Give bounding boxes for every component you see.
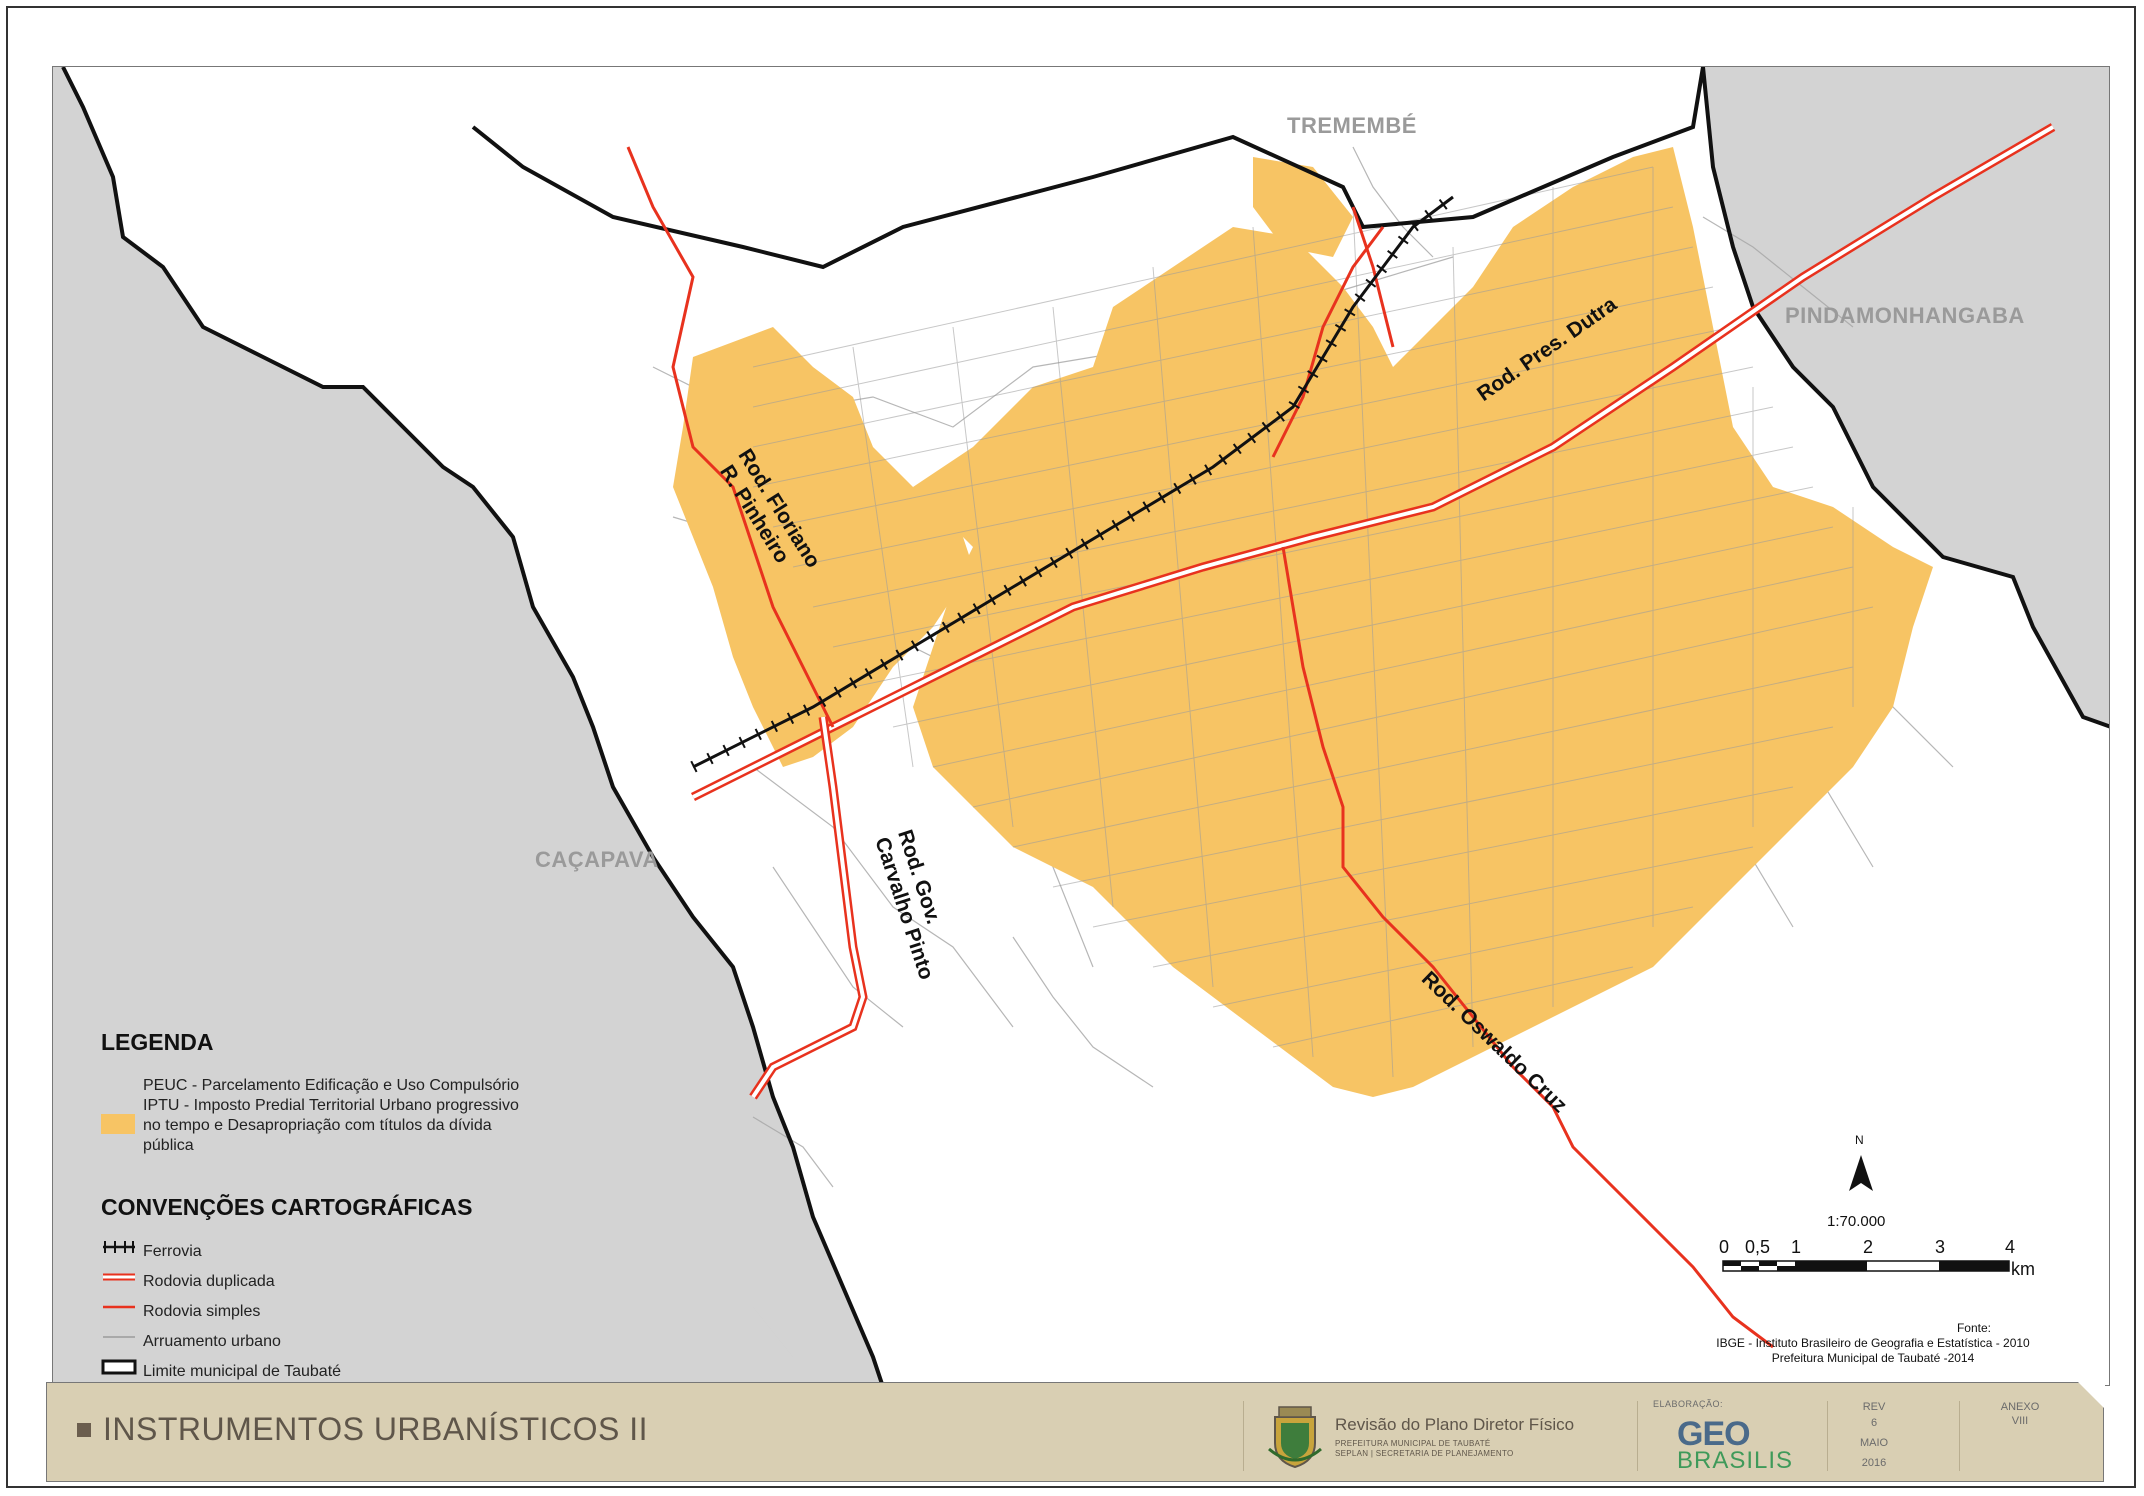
conventions-list: Ferrovia Rodovia duplicada Rodovia simpl…: [101, 1239, 621, 1385]
rodovia-simples-symbol: [103, 1305, 135, 1309]
title-block: INSTRUMENTOS URBANÍSTICOS II Revisão do …: [46, 1381, 2105, 1482]
rodovia-duplicada-dutra: [690, 123, 2056, 802]
scale-bar: N 1:70.000 0 0,5 1 2 3 4 km: [1709, 1129, 2035, 1289]
peuc-line3: no tempo e Desapropriação com títulos da…: [143, 1117, 492, 1134]
sources: Fonte: IBGE - Instituto Brasileiro de Ge…: [1693, 1321, 2053, 1366]
sources-line1: IBGE - Instituto Brasileiro de Geografia…: [1716, 1336, 2030, 1350]
plano-sub1: PREFEITURA MUNICIPAL DE TAUBATÉ: [1335, 1439, 1491, 1448]
legend-label-rodovia-duplicada: Rodovia duplicada: [143, 1273, 275, 1290]
municipal-boundary-east: [1701, 67, 2109, 729]
legend-label-limite: Limite municipal de Taubaté: [143, 1363, 342, 1380]
peuc-area: [673, 147, 1933, 1097]
geobrasilis-block: ELABORAÇÃO: GEO BRASILIS: [1653, 1395, 1803, 1475]
municipal-boundary-north: [471, 67, 1705, 270]
north-arrow-and-scale: [1722, 1155, 2010, 1272]
scale-tick-3: 3: [1935, 1237, 1946, 1257]
sources-line2: Prefeitura Municipal de Taubaté -2014: [1771, 1351, 1975, 1365]
peuc-line1: PEUC - Parcelamento Edificação e Uso Com…: [143, 1077, 520, 1094]
divider: [1827, 1401, 1828, 1471]
plano-sub2: SEPLAN | SECRETARIA DE PLANEJAMENTO: [1335, 1449, 1514, 1458]
municipal-boundary: [61, 67, 885, 1385]
sources-heading: Fonte:: [1956, 1321, 1991, 1335]
map-area: TREMEMBÉ PINDAMONHANGABA CAÇAPAVA Rod. F…: [52, 66, 2110, 1386]
revision-block: REV 6 MAIO 2016: [1829, 1399, 1919, 1471]
rev-label: REV: [1862, 1401, 1886, 1413]
scale-tick-4: 4: [2005, 1237, 2016, 1257]
page-corner-fold: [2077, 1381, 2105, 1409]
north-arrow-icon: [1849, 1155, 1873, 1191]
legend-heading: LEGENDA: [101, 1029, 214, 1055]
neighbor-area-west: [53, 67, 883, 1385]
scale-unit: km: [2011, 1259, 2035, 1279]
scale-ratio: 1:70.000: [1827, 1213, 1886, 1230]
elaboracao-label: ELABORAÇÃO:: [1653, 1399, 1724, 1409]
map-sheet: TREMEMBÉ PINDAMONHANGABA CAÇAPAVA Rod. F…: [6, 6, 2136, 1488]
peuc-description: PEUC - Parcelamento Edificação e Uso Com…: [143, 1076, 643, 1156]
anexo-block: ANEXO VIII: [1975, 1399, 2065, 1427]
legend-label-arruamento: Arruamento urbano: [143, 1333, 281, 1350]
divider: [1637, 1401, 1638, 1471]
peuc-line2: IPTU - Imposto Predial Territorial Urban…: [143, 1097, 519, 1114]
rev-year: 2016: [1861, 1457, 1887, 1469]
scale-tick-2: 2: [1863, 1237, 1874, 1257]
ferrovia-symbol: [103, 1241, 135, 1253]
legend-item-limite: Limite municipal de Taubaté: [101, 1359, 621, 1385]
neighbor-area-south: [693, 1107, 833, 1385]
map-drawing: [53, 67, 2109, 1385]
legend-item-rodovia-simples: Rodovia simples: [101, 1299, 621, 1329]
divider: [1243, 1401, 1244, 1471]
north-label: N: [1855, 1133, 1864, 1147]
rodovia-duplicada-carvalho: [749, 716, 868, 1100]
anexo-label: ANEXO: [2000, 1401, 2040, 1413]
legend-item-arruamento: Arruamento urbano: [101, 1329, 621, 1359]
legend-peuc: PEUC - Parcelamento Edificação e Uso Com…: [101, 1074, 621, 1184]
rev-value: 6: [1870, 1417, 1878, 1429]
arruamento-symbol: [103, 1336, 135, 1338]
legend-label-rodovia-simples: Rodovia simples: [143, 1303, 261, 1320]
neighbor-area-east: [1703, 67, 2109, 727]
map-title: INSTRUMENTOS URBANÍSTICOS II: [103, 1411, 649, 1447]
title-bullet-icon: [77, 1423, 91, 1437]
legend: LEGENDA PEUC - Parcelamento Edificação e…: [101, 1029, 621, 1385]
peuc-swatch: [101, 1114, 135, 1134]
scale-tick-0: 0: [1719, 1237, 1730, 1257]
taubate-crest-icon: [1268, 1406, 1322, 1469]
legend-item-ferrovia: Ferrovia: [101, 1239, 621, 1269]
rodovia-simples: [626, 146, 1774, 1349]
urban-streets: [752, 166, 1874, 1078]
geo-logo-text: GEO: [1677, 1415, 1751, 1453]
conventions-heading: CONVENÇÕES CARTOGRÁFICAS: [101, 1194, 473, 1220]
region-pindamonhangaba: PINDAMONHANGABA: [1785, 303, 2025, 328]
legend-item-rodovia-duplicada: Rodovia duplicada: [101, 1269, 621, 1299]
peuc-line4: pública: [143, 1137, 194, 1154]
divider: [1959, 1401, 1960, 1471]
plano-title: Revisão do Plano Diretor Físico: [1335, 1415, 1575, 1434]
anexo-value: VIII: [2011, 1415, 2029, 1427]
rodovia-duplicada-symbol: [103, 1273, 135, 1281]
legend-label-ferrovia: Ferrovia: [143, 1243, 202, 1260]
ferrovia: [690, 192, 1457, 773]
limite-symbol: [101, 1359, 137, 1375]
plano-diretor-block: Revisão do Plano Diretor Físico PREFEITU…: [1265, 1399, 1665, 1471]
scale-tick-1: 1: [1791, 1237, 1802, 1257]
brasilis-logo-text: BRASILIS: [1677, 1447, 1794, 1474]
rev-month: MAIO: [1859, 1437, 1889, 1449]
region-tremembe: TREMEMBÉ: [1287, 113, 1417, 138]
region-cacapava: CAÇAPAVA: [535, 847, 659, 872]
scale-tick-0-5: 0,5: [1745, 1237, 1771, 1257]
